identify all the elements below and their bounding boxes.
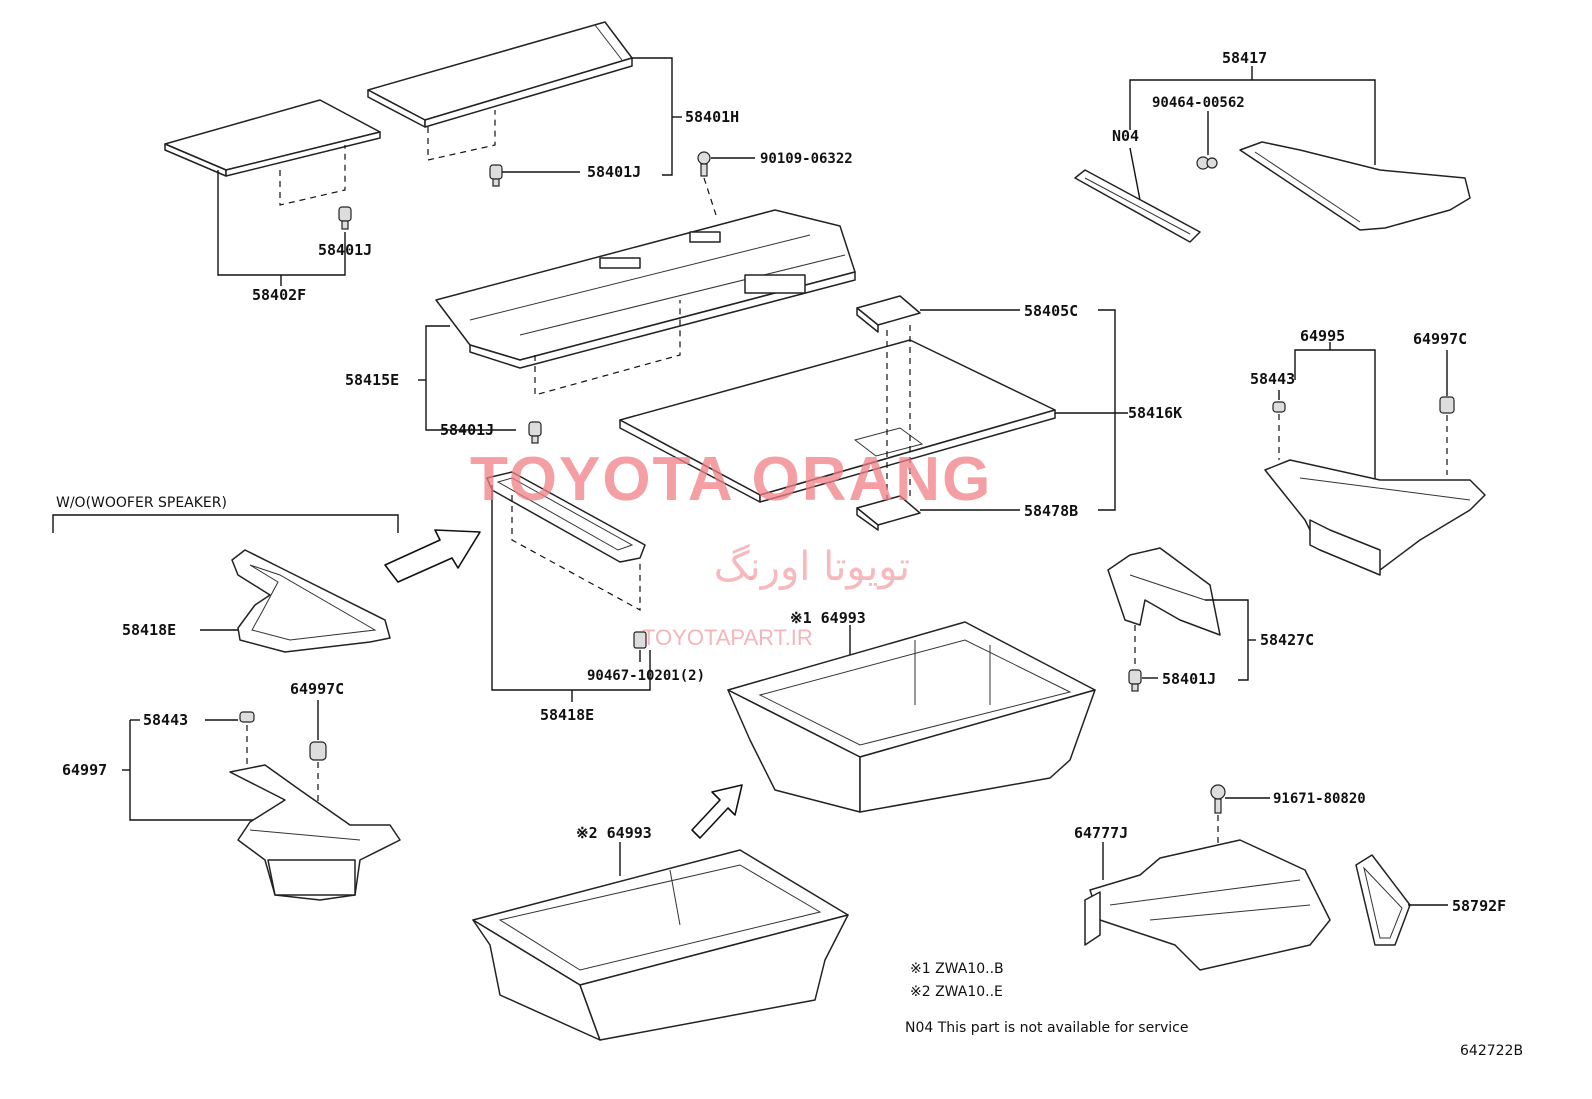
handle-58478b — [856, 495, 921, 531]
frame-58418e-left — [231, 549, 391, 653]
handle-58405c — [856, 295, 921, 333]
bolt-91671 — [1210, 784, 1226, 814]
board-58402f — [164, 99, 381, 177]
floor-board-58416k — [619, 339, 1056, 503]
arrow-up-right-icon — [691, 784, 743, 839]
label-64997c-right: 64997C — [1413, 330, 1467, 348]
label-64997: 64997 — [62, 761, 107, 779]
label-64993-2: ※2 64993 — [576, 824, 652, 842]
watermark-brand: TOYOTA ORANG — [470, 445, 992, 514]
label-58792f: 58792F — [1452, 897, 1506, 915]
label-n04: N04 — [1112, 127, 1139, 145]
nut-64997c-right — [1439, 396, 1455, 414]
label-58417: 58417 — [1222, 49, 1267, 67]
clip-58443-left — [239, 711, 255, 723]
bracket-64777j — [1084, 839, 1331, 971]
label-91671: 91671-80820 — [1273, 791, 1366, 807]
note-3: N04 This part is not available for servi… — [905, 1020, 1188, 1036]
clip-90467 — [633, 631, 647, 649]
label-58401j-right: 58401J — [1162, 670, 1216, 688]
screw-90109 — [697, 151, 711, 177]
label-58443-right: 58443 — [1250, 370, 1295, 388]
bracket-64995 — [1264, 459, 1486, 576]
label-58427c: 58427C — [1260, 631, 1314, 649]
nut-64997c-left — [309, 741, 327, 761]
note-2: ※2 ZWA10..E — [910, 984, 1003, 1000]
label-58418e-left: 58418E — [122, 621, 176, 639]
bracket-58427c — [1107, 547, 1221, 636]
label-90109: 90109-06322 — [760, 151, 853, 167]
label-64777j: 64777J — [1074, 824, 1128, 842]
label-58401j-top: 58401J — [587, 163, 641, 181]
label-58401j-left: 58401J — [318, 241, 372, 259]
label-90464: 90464-00562 — [1152, 95, 1245, 111]
label-58443-left: 58443 — [143, 711, 188, 729]
clip-58401j-top — [489, 164, 503, 187]
label-58478b: 58478B — [1024, 502, 1078, 520]
bracket-64997 — [229, 764, 401, 901]
seal-58792f — [1355, 854, 1411, 946]
label-90467: 90467-10201(2) — [587, 668, 705, 684]
label-58416k: 58416K — [1128, 404, 1182, 422]
note-1: ※1 ZWA10..B — [910, 961, 1004, 977]
watermark-url: TOYOTAPART.IR — [642, 625, 813, 650]
watermark-persian: تویوتا اورنگ — [714, 544, 910, 590]
clip-58401j-left — [338, 206, 352, 230]
label-58418e-mid: 58418E — [540, 706, 594, 724]
clip-58401j-right — [1128, 669, 1142, 692]
label-64995: 64995 — [1300, 327, 1345, 345]
clip-58443-right — [1272, 401, 1286, 413]
cover-58417 — [1239, 141, 1471, 231]
diagram-id: 642722B — [1460, 1043, 1523, 1059]
box-64993-1 — [727, 621, 1096, 813]
label-58415e: 58415E — [345, 371, 399, 389]
label-58401j-mid: 58401J — [440, 421, 494, 439]
label-58402f: 58402F — [252, 286, 306, 304]
clip-58401j-mid — [528, 421, 542, 444]
tray-58415e — [435, 209, 856, 369]
clip-90464 — [1196, 156, 1218, 170]
label-64993-1: ※1 64993 — [790, 609, 866, 627]
strip-n04 — [1074, 169, 1201, 243]
box-64993-2 — [472, 849, 849, 1041]
board-58401h — [367, 21, 633, 128]
label-58401h: 58401H — [685, 108, 739, 126]
label-58405c: 58405C — [1024, 302, 1078, 320]
arrow-right-icon — [384, 529, 481, 583]
label-condition: W/O(WOOFER SPEAKER) — [56, 495, 227, 511]
label-64997c-left: 64997C — [290, 680, 344, 698]
